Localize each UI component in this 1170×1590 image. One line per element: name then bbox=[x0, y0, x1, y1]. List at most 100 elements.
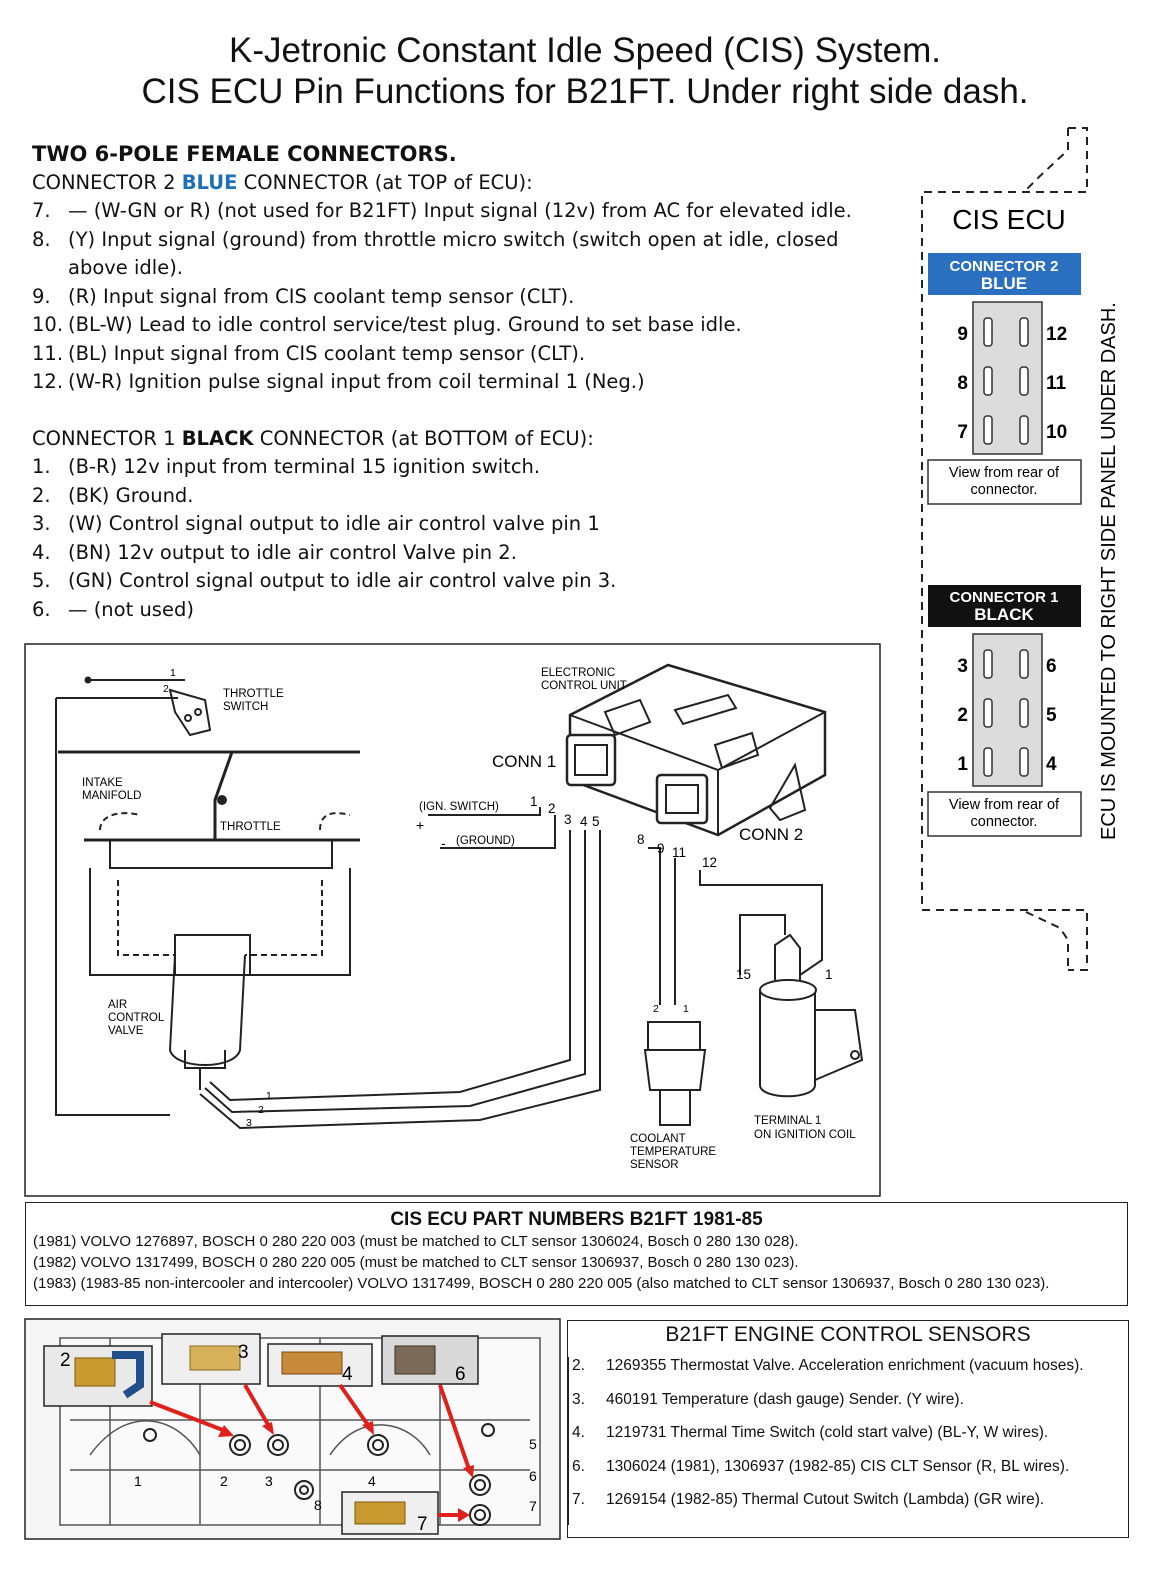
list-item: 7.1269154 (1982-85) Thermal Cutout Switc… bbox=[568, 1491, 1128, 1525]
photo-labels: 2 3 4 6 7 bbox=[60, 1342, 466, 1535]
conn-2-label: CONN 2 bbox=[739, 825, 803, 844]
pin-numbers: 1 2 3 4 5 8 9 11 12 15 1 bbox=[530, 794, 833, 982]
list-item: 3.460191 Temperature (dash gauge) Sender… bbox=[568, 1390, 1128, 1424]
svg-text:4: 4 bbox=[368, 1473, 376, 1489]
svg-text:connector.: connector. bbox=[971, 814, 1038, 830]
ecu-title: CIS ECU bbox=[952, 204, 1066, 235]
connector-1-heading: CONNECTOR 1 BLACK CONNECTOR (at BOTTOM o… bbox=[32, 426, 594, 450]
connector-1-label: CONNECTOR 1 bbox=[950, 589, 1059, 606]
diagram-labels: THROTTLE SWITCH INTAKE MANIFOLD THROTTLE… bbox=[82, 667, 856, 1171]
wiring-diagram: THROTTLE SWITCH INTAKE MANIFOLD THROTTLE… bbox=[24, 643, 881, 1197]
list-item: 9.(R) Input signal from CIS coolant temp… bbox=[32, 284, 575, 308]
pin-10-label: 10 bbox=[1046, 422, 1067, 443]
svg-text:4: 4 bbox=[342, 1364, 353, 1385]
mounting-note: ECU IS MOUNTED TO RIGHT SIDE PANEL UNDER… bbox=[1098, 302, 1120, 840]
svg-text:4: 4 bbox=[580, 814, 588, 829]
list-item: 2.(BK) Ground. bbox=[32, 483, 194, 507]
svg-text:5: 5 bbox=[529, 1436, 537, 1452]
list-item: 12.(W-R) Ignition pulse signal input fro… bbox=[32, 370, 645, 393]
pin-5-label: 5 bbox=[1046, 705, 1057, 726]
svg-text:2: 2 bbox=[163, 683, 169, 695]
svg-text:9: 9 bbox=[657, 841, 665, 856]
list-item: 4.(BN) 12v output to idle air control Va… bbox=[32, 540, 517, 564]
pin-9-label: 9 bbox=[957, 324, 968, 345]
ecu-label: ELECTRONIC bbox=[541, 667, 615, 679]
connector-2-label-box bbox=[928, 253, 1081, 295]
pin-2-label: 2 bbox=[957, 705, 968, 726]
minus-sign: - bbox=[441, 835, 446, 851]
part-number-line: (1982) VOLVO 1317499, BOSCH 0 280 220 00… bbox=[33, 1254, 799, 1271]
svg-text:ON IGNITION COIL: ON IGNITION COIL bbox=[754, 1129, 856, 1141]
svg-text:TEMPERATURE: TEMPERATURE bbox=[630, 1146, 716, 1158]
list-item: 2.1269355 Thermostat Valve. Acceleration… bbox=[568, 1357, 1128, 1391]
list-item: 7.— (W-GN or R) (not used for B21FT) Inp… bbox=[32, 199, 852, 222]
list-item: 5.(GN) Control signal output to idle air… bbox=[32, 569, 617, 592]
svg-text:2: 2 bbox=[60, 1350, 71, 1371]
throttle-label: THROTTLE bbox=[220, 821, 281, 833]
engine-sensors-box: B21FT ENGINE CONTROL SENSORS 2.1269355 T… bbox=[567, 1320, 1129, 1538]
svg-text:2: 2 bbox=[548, 801, 556, 816]
svg-text:3: 3 bbox=[265, 1473, 273, 1489]
coolant-sensor-label: COOLANT bbox=[630, 1133, 686, 1145]
svg-text:7: 7 bbox=[529, 1498, 537, 1514]
pin-12-label: 12 bbox=[1046, 324, 1067, 345]
svg-text:2: 2 bbox=[220, 1473, 228, 1489]
part-numbers-heading: CIS ECU PART NUMBERS B21FT 1981-85 bbox=[390, 1209, 763, 1230]
view-note-box-1 bbox=[927, 791, 1082, 837]
ground-label: (GROUND) bbox=[456, 835, 515, 847]
svg-text:SENSOR: SENSOR bbox=[630, 1159, 679, 1171]
throttle-switch-label: THROTTLE bbox=[223, 688, 284, 700]
part-number-line: (1983) (1983-85 non-intercooler and inte… bbox=[33, 1275, 1050, 1292]
view-note-box-2 bbox=[927, 459, 1082, 505]
pin-4-label: 4 bbox=[1046, 754, 1057, 775]
svg-text:SWITCH: SWITCH bbox=[223, 701, 268, 713]
pin-7-label: 7 bbox=[957, 422, 968, 443]
svg-text:3: 3 bbox=[238, 1342, 249, 1363]
blue-word: BLUE bbox=[181, 170, 238, 194]
list-item: 3.(W) Control signal output to idle air … bbox=[32, 512, 600, 535]
svg-text:2: 2 bbox=[258, 1104, 264, 1116]
connector-description: TWO 6-POLE FEMALE CONNECTORS. CONNECTOR … bbox=[32, 140, 902, 624]
svg-text:11: 11 bbox=[672, 845, 686, 860]
plus-sign: + bbox=[416, 817, 424, 833]
list-item: 4.1219731 Thermal Time Switch (cold star… bbox=[568, 1424, 1128, 1458]
pin-3-label: 3 bbox=[957, 656, 968, 677]
svg-text:6: 6 bbox=[529, 1468, 537, 1484]
svg-text:8: 8 bbox=[314, 1497, 322, 1513]
svg-text:View from rear of: View from rear of bbox=[949, 797, 1060, 813]
svg-text:12: 12 bbox=[702, 855, 717, 870]
svg-text:1: 1 bbox=[825, 967, 833, 982]
svg-text:1: 1 bbox=[530, 794, 538, 809]
port-labels: 1 2 3 4 5 6 7 8 bbox=[134, 1436, 537, 1514]
svg-text:1: 1 bbox=[266, 1090, 272, 1102]
pin-6-label: 6 bbox=[1046, 656, 1057, 677]
svg-text:6: 6 bbox=[455, 1364, 466, 1385]
svg-text:MANIFOLD: MANIFOLD bbox=[82, 790, 141, 802]
connector-1-color: BLACK bbox=[974, 605, 1034, 624]
part-numbers-box: CIS ECU PART NUMBERS B21FT 1981-85 (1981… bbox=[25, 1202, 1128, 1306]
ignition-coil-label: TERMINAL 1 bbox=[754, 1115, 821, 1127]
conn-1-label: CONN 1 bbox=[492, 752, 556, 771]
connector-2-color: BLUE bbox=[981, 274, 1027, 293]
svg-text:7: 7 bbox=[417, 1514, 428, 1535]
connector-2-label: CONNECTOR 2 bbox=[950, 258, 1059, 275]
title-line-2: CIS ECU Pin Functions for B21FT. Under r… bbox=[141, 72, 1029, 111]
svg-text:5: 5 bbox=[592, 814, 600, 829]
svg-text:CONTROL UNIT: CONTROL UNIT bbox=[541, 680, 627, 692]
part-number-line: (1981) VOLVO 1276897, BOSCH 0 280 220 00… bbox=[33, 1233, 799, 1250]
list-item: 6.— (not used) bbox=[32, 597, 194, 621]
svg-text:1: 1 bbox=[134, 1473, 142, 1489]
list-item: 8.(Y) Input signal (ground) from throttl… bbox=[32, 227, 839, 280]
svg-text:15: 15 bbox=[736, 967, 751, 982]
pin-11-label: 11 bbox=[1046, 373, 1067, 394]
svg-text:8: 8 bbox=[637, 832, 645, 847]
list-item: 1.(B-R) 12v input from terminal 15 ignit… bbox=[32, 455, 541, 478]
svg-text:CONTROL: CONTROL bbox=[108, 1012, 165, 1024]
black-word: BLACK bbox=[181, 426, 254, 450]
svg-text:3: 3 bbox=[246, 1117, 252, 1129]
svg-text:1: 1 bbox=[683, 1003, 689, 1015]
page-title: K-Jetronic Constant Idle Speed (CIS) Sys… bbox=[0, 30, 1170, 112]
pin-1-label: 1 bbox=[957, 754, 968, 775]
intake-manifold-label: INTAKE bbox=[82, 777, 123, 789]
svg-text:3: 3 bbox=[564, 812, 572, 827]
